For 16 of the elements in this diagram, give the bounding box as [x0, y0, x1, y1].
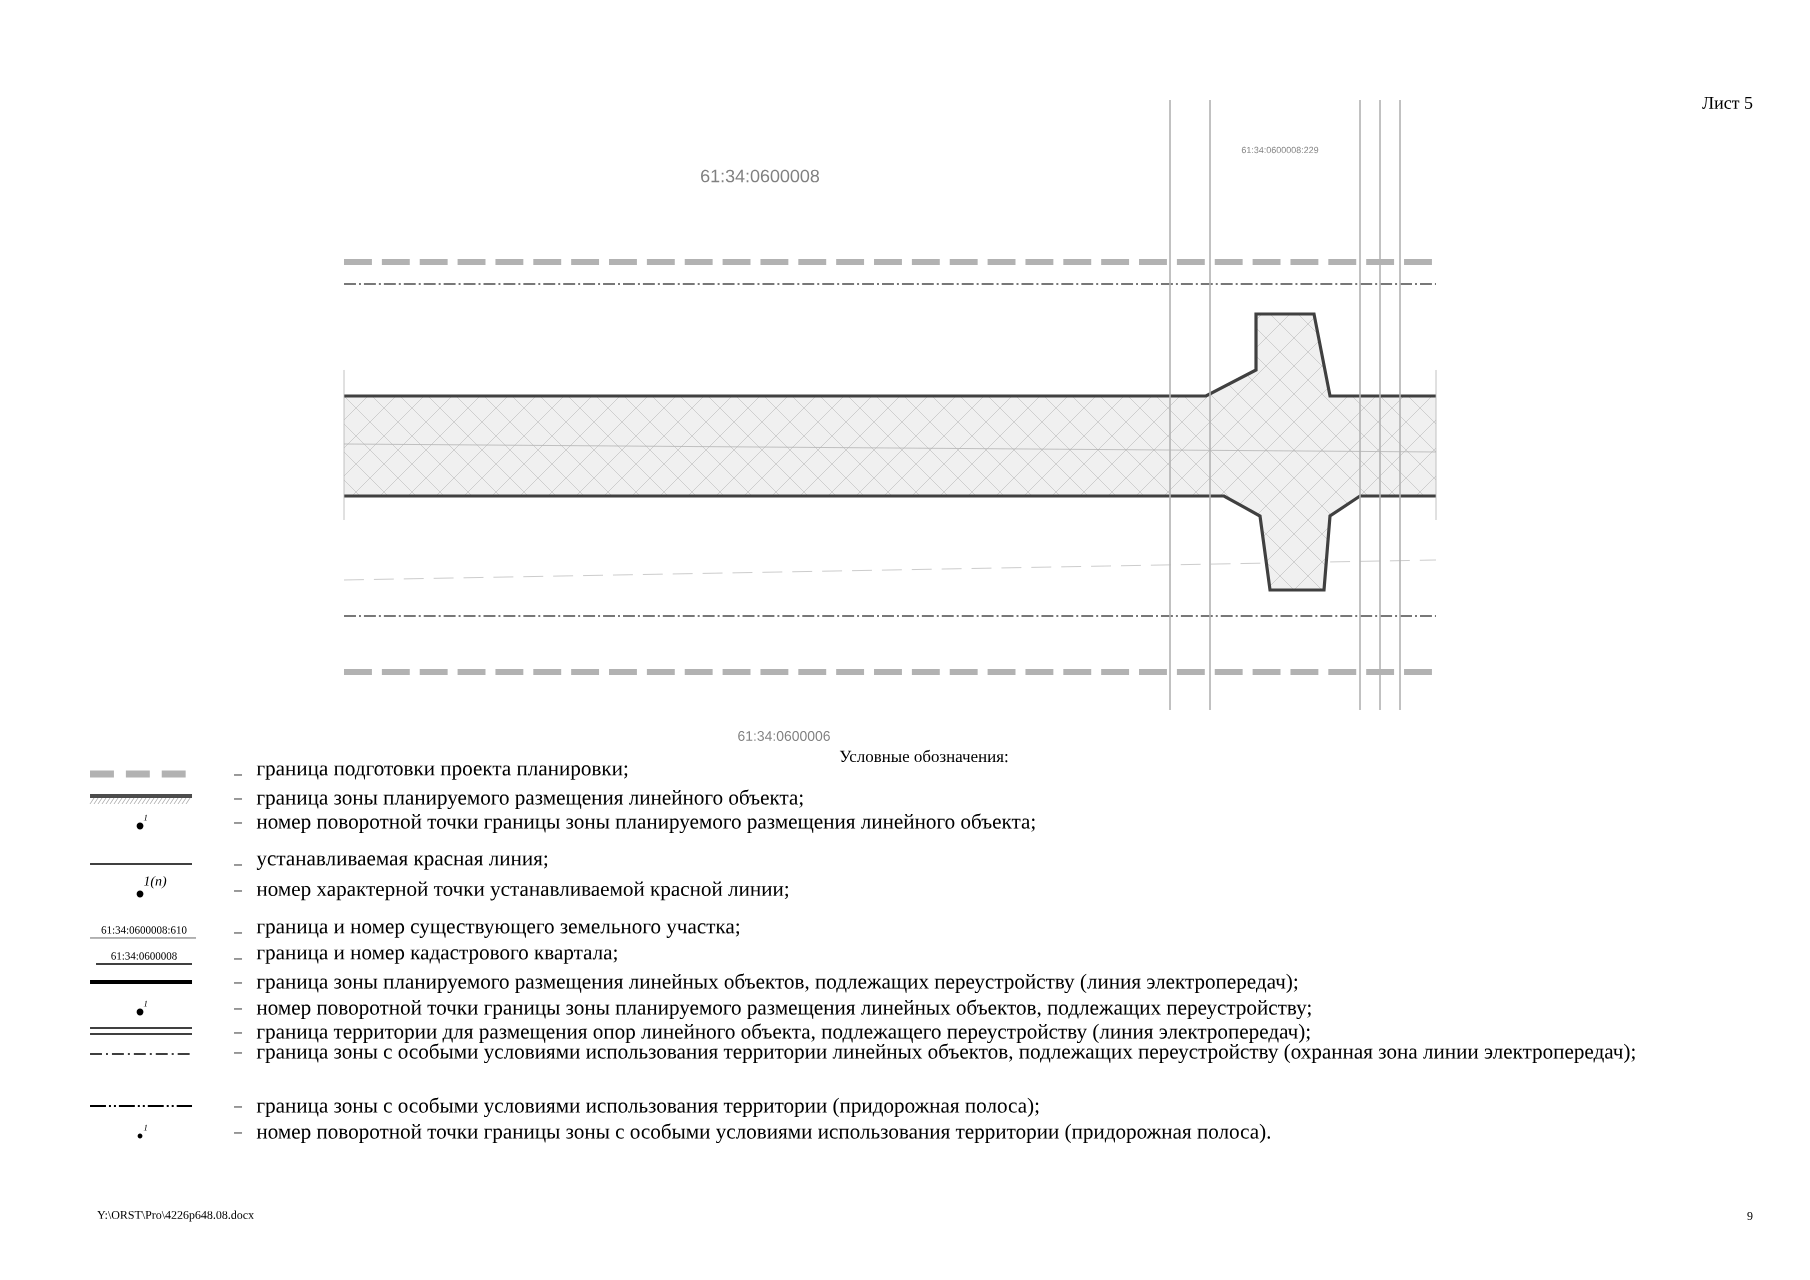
- sheet-number: Лист 5: [1702, 97, 1753, 109]
- parcel-number: 61:34:0600008: [701, 169, 820, 183]
- legend-heading: Условные обозначения:: [839, 749, 1008, 763]
- legend-text: граница подготовки проекта планировки;: [256, 765, 628, 780]
- legend-text: устанавливаемая красная линия;: [256, 855, 548, 870]
- legend-text: граница зоны с особыми условиями использования территории (придорожная полоса);: [256, 1097, 1039, 1118]
- legend-text: граница зоны планируемого размещения линейного объекта;: [256, 789, 803, 810]
- legend-text: граница и номер существующего земельного участка;: [256, 923, 740, 938]
- legend-text: граница территории для размещения опор линейного объекта, подлежащего переустройству (линия электропередач);: [256, 1023, 1310, 1044]
- legend-text: номер поворотной точки границы зоны планируемого размещения линейного объекта;: [256, 813, 1035, 834]
- legend-text: граница и номер кадастрового квартала;: [256, 949, 617, 964]
- legend-text: граница зоны планируемого размещения линейных объектов, подлежащих переустройству (линия электропередач);: [256, 973, 1298, 994]
- legend-text: граница зоны с особыми условиями использования территории линейных объектов, подлежащих переустройству (охранная зона линии электропередач);: [256, 1043, 1635, 1064]
- legend-text: номер характерной точки устанавливаемой красной линии;: [256, 881, 789, 901]
- legend-text: номер поворотной точки границы зоны с особыми условиями использования территории (придорожная полоса).: [256, 1123, 1271, 1144]
- legend-text: номер поворотной точки границы зоны планируемого размещения линейных объектов, подлежащих переустройству;: [256, 999, 1311, 1020]
